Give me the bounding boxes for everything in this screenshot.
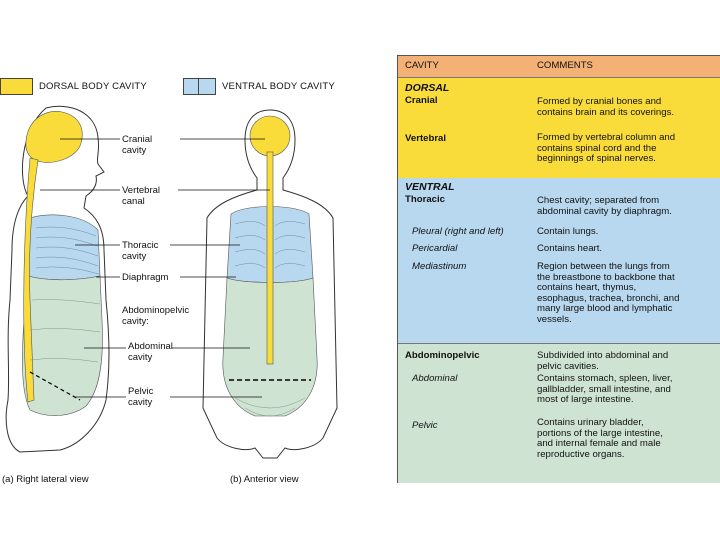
dorsal-heading: DORSAL [405,82,450,94]
row-thoracic-name: Thoracic [405,194,445,205]
row-pericardial-name: Pericardial [412,243,458,254]
label-pelvic-cavity: Pelvic cavity [128,386,154,408]
label-diaphragm: Diaphragm [122,272,169,283]
anterior-view-figure [202,109,338,459]
row-mediastinum-comment: Region between the lungs from the breast… [537,261,680,325]
row-abdominal-comment: Contains stomach, spleen, liver, gallbla… [537,373,673,406]
row-thoracic-comment: Chest cavity; separated from abdominal c… [537,195,672,217]
label-abdominal-cavity: Abdominal cavity [128,341,173,363]
ventral-legend-label: VENTRAL BODY CAVITY [222,81,335,92]
ventral-heading-text: VENTRAL [405,181,455,193]
row-vertebral-comment: Formed by vertebral column and contains … [537,132,676,165]
leader-lines [40,138,270,398]
row-pleural-comment: Contain lungs. [537,226,599,237]
label-abdominopelvic-cavity: Abdominopelvic cavity: [122,305,190,327]
row-mediastinum-name: Mediastinum [412,261,467,272]
row-abdominopelvic-name: Abdominopelvic [405,350,480,361]
ventral-legend-swatch [183,78,216,95]
lateral-view-figure [5,105,110,453]
row-pleural-name: Pleural (right and left) [412,226,504,237]
row-cranial-name: Cranial [405,95,438,106]
caption-right-lateral-view: (a) Right lateral view [2,474,89,485]
row-vertebral-name: Vertebral [405,133,447,144]
label-cranial-cavity: Cranial cavity [122,134,153,156]
table-header-row: CAVITY COMMENTS [398,56,720,77]
row-pelvic-comment: Contains urinary bladder, portions of th… [537,417,663,460]
lateral-abdominopelvic-region [22,275,103,416]
row-pericardial-comment: Contains heart. [537,243,603,254]
row-cranial-comment: Formed by cranial bones and contains bra… [537,96,675,118]
ventral-section-top [398,178,720,229]
anterior-vertebral-canal [266,151,274,365]
label-vertebral-canal: Vertebral canal [122,185,161,207]
abdominopelvic-section: Abdominopelvic Subdivided into abdominal… [398,344,720,483]
header-comments: COMMENTS [537,60,593,71]
label-thoracic-cavity: Thoracic cavity [122,240,159,262]
cavity-table: CAVITY COMMENTS DORSAL Cranial Formed by… [397,55,720,483]
dorsal-legend-label: DORSAL BODY CAVITY [39,81,147,92]
ventral-section: VENTRAL [398,229,720,351]
row-abdominopelvic-comment: Subdivided into abdominal and pelvic cav… [537,350,669,372]
row-pelvic-name: Pelvic [412,420,438,431]
lateral-vertebral-canal [23,157,39,403]
header-cavity: CAVITY [405,60,439,71]
row-abdominal-name: Abdominal [412,373,458,384]
caption-anterior-view: (b) Anterior view [230,474,299,485]
dorsal-legend-swatch [0,78,33,95]
